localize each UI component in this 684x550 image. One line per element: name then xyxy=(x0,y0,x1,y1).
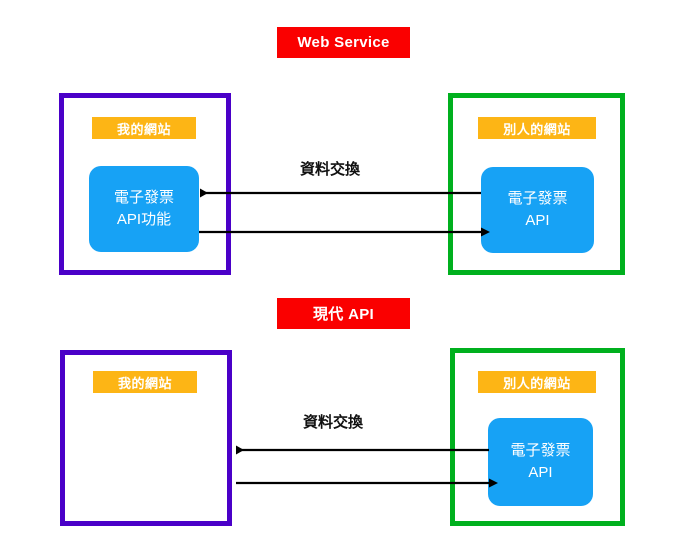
site-label-my-website-web-service: 我的網站 xyxy=(92,117,196,139)
site-label-other-website-modern-api: 別人的網站 xyxy=(478,371,596,393)
api-block-my-website-web-service: 電子發票 API功能 xyxy=(89,166,199,252)
api-block-line-2: API功能 xyxy=(116,211,172,228)
api-block-line-2: API xyxy=(528,464,553,481)
site-label-my-website-modern-api: 我的網站 xyxy=(93,371,197,393)
exchange-caption-modern-api: 資料交換 xyxy=(303,414,364,431)
api-block-line-1: 電子發票 xyxy=(510,442,571,460)
exchange-caption-web-service: 資料交換 xyxy=(300,161,361,178)
api-block-line-2: API xyxy=(525,212,550,229)
api-block-line-1: 電子發票 xyxy=(507,190,568,208)
api-block-line-1: 電子發票 xyxy=(113,189,174,207)
section-banner-modern-api: 現代 API xyxy=(277,298,410,329)
section-banner-web-service: Web Service xyxy=(277,27,410,58)
api-block-other-website-modern-api: 電子發票 API xyxy=(488,418,593,506)
api-block-other-website-web-service: 電子發票 API xyxy=(481,167,594,253)
site-label-other-website-web-service: 別人的網站 xyxy=(478,117,596,139)
